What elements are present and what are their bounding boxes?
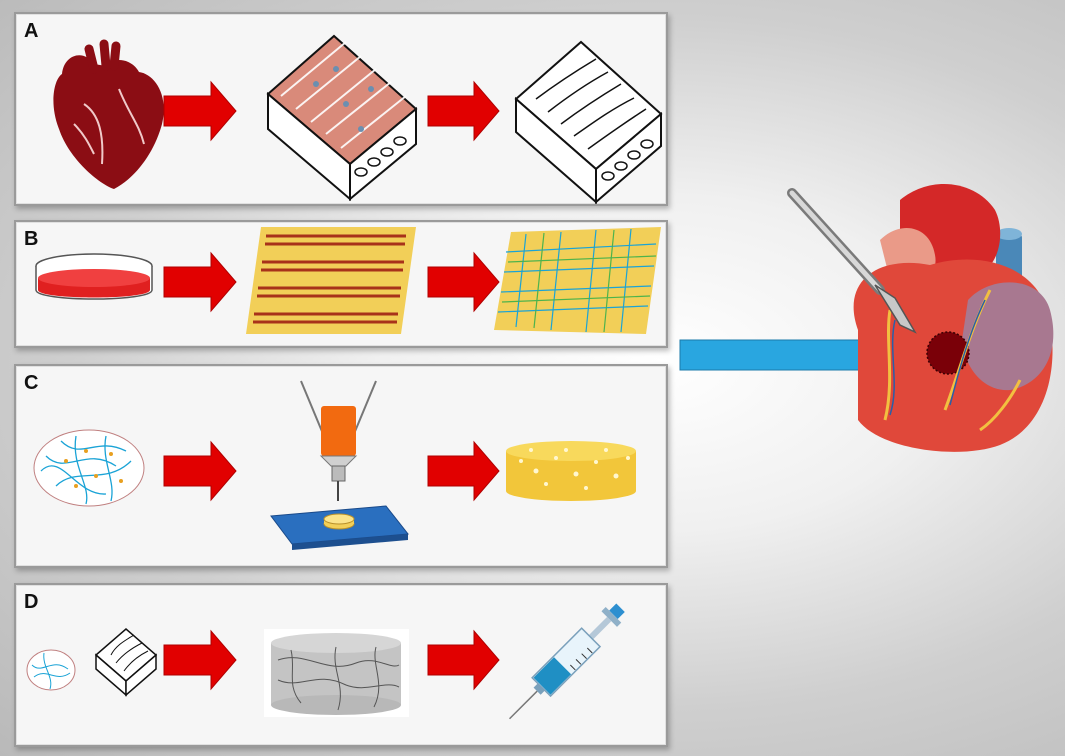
arrow-d1 [163,629,237,691]
hydrogel-droplet-icon [26,649,76,691]
fiber-scaffold-sheet-icon [494,227,661,334]
printed-scaffold-icon [506,441,636,501]
panel-label-c: C [24,372,39,394]
arrow-b1 [163,251,237,313]
ecm-hydrogel-cylinder-icon [264,629,409,717]
tissue-block-icon [266,34,418,202]
arrow-a2 [427,80,500,142]
panel-label-d: D [24,591,39,613]
decellularized-block-icon [514,40,663,204]
panel-a: A [14,12,668,206]
panel-c-graphics [33,380,636,550]
panel-d: D [14,583,668,747]
cell-sheet-icon [246,227,416,334]
panel-label-a: A [24,20,39,42]
panel-label-b: B [24,228,39,250]
arrow-d2 [427,629,500,691]
panel-d-graphics [26,603,625,720]
panel-b: B [14,220,668,348]
blue-arrow-to-heart [679,321,929,389]
syringe-icon [509,603,625,720]
panel-b-graphics [35,227,661,334]
arrow-c2 [427,440,500,502]
petri-dish-icon [35,253,153,300]
native-heart-icon [53,39,164,189]
arrow-b2 [427,251,500,313]
injured-heart-icon [853,183,1054,452]
bioprinter-icon [270,380,409,550]
scalpel-icon [787,188,917,334]
bioink-icon [33,429,145,507]
arrow-c1 [163,440,237,502]
panel-a-graphics [53,34,663,204]
panel-c: C [14,364,668,568]
small-ecm-block-icon [94,628,158,697]
arrow-a1 [163,80,237,142]
